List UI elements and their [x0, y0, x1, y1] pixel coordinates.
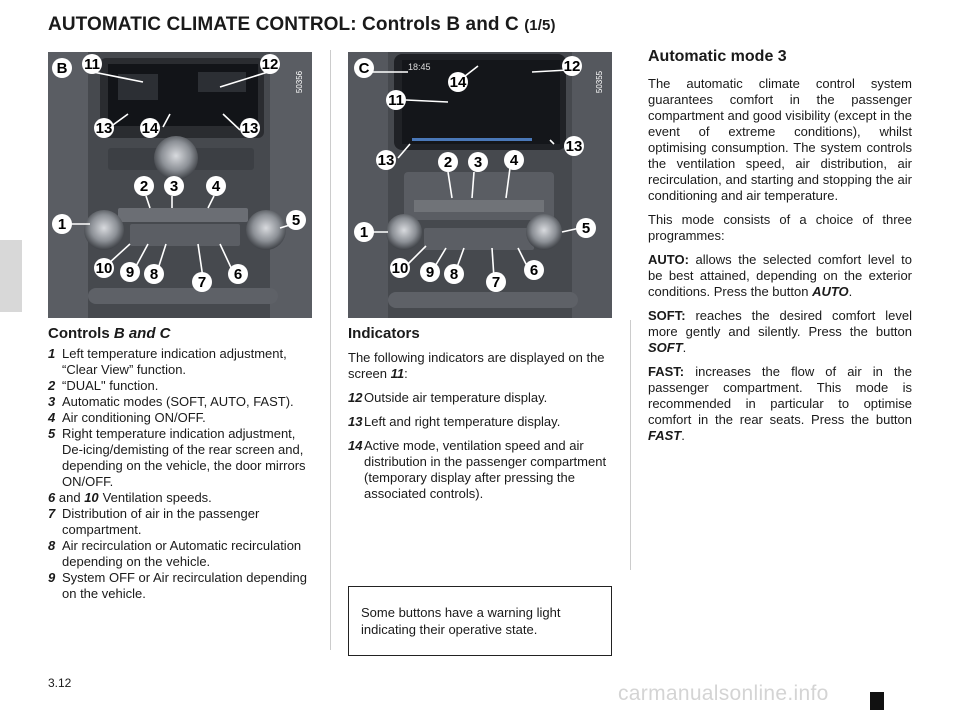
- automatic-mode-heading: Automatic mode 3: [648, 48, 787, 65]
- legend-item: 6 and 10 Ventilation speeds.: [48, 490, 212, 505]
- page-title-part: (1/5): [524, 17, 556, 34]
- callout: 14: [450, 74, 467, 91]
- callout: 7: [492, 274, 500, 291]
- callout: 13: [242, 120, 259, 137]
- warning-light-note: Some buttons have a warning light indica…: [348, 586, 612, 656]
- callout: 11: [388, 92, 404, 109]
- column-divider-left: [330, 50, 331, 650]
- callout: 1: [360, 224, 368, 241]
- callout: 7: [198, 274, 206, 291]
- corner-mark: [870, 692, 884, 710]
- callout: 5: [292, 212, 300, 229]
- callout: 12: [564, 58, 581, 75]
- figure-c-letter: C: [359, 60, 370, 77]
- figure-c-code: 50355: [595, 70, 604, 93]
- page-number: 3.12: [48, 676, 72, 690]
- program-auto: AUTO: allows the selected comfort level …: [648, 252, 912, 299]
- callout: 13: [566, 138, 583, 155]
- screen-time: 18:45: [408, 62, 431, 72]
- legend-item: 2“DUAL" function.: [48, 378, 159, 393]
- callout: 5: [582, 220, 590, 237]
- callout: 4: [510, 152, 519, 169]
- automatic-mode-section: The automatic climate control system gua…: [648, 76, 912, 452]
- figure-b-illustration: B 11 12 13 14 13 2 3 4 1 5 10 9 8 7 6 50…: [48, 52, 312, 318]
- callout: 9: [426, 264, 434, 281]
- program-soft: SOFT: reaches the desired comfort level …: [648, 308, 912, 355]
- watermark: carmanualsonline.info: [618, 682, 829, 705]
- automatic-mode-description: The automatic climate control system gua…: [648, 76, 912, 203]
- callout: 9: [126, 264, 134, 281]
- callout: 4: [212, 178, 221, 195]
- chapter-side-tab: [0, 240, 22, 312]
- callout: 10: [392, 260, 409, 277]
- callout: 11: [84, 56, 100, 73]
- program-fast: FAST: increases the flow of air in the p…: [648, 364, 912, 443]
- column-divider-right: [630, 320, 631, 570]
- page-title: AUTOMATIC CLIMATE CONTROL: Controls B an…: [48, 14, 556, 35]
- callout: 8: [450, 266, 458, 283]
- callout: 3: [474, 154, 482, 171]
- figure-b-code: 50356: [295, 70, 304, 93]
- figure-b-letter: B: [57, 60, 68, 77]
- indicators-heading: Indicators: [348, 325, 420, 342]
- figure-controls-b: B 11 12 13 14 13 2 3 4 1 5 10 9 8 7 6 50…: [48, 52, 312, 318]
- callout: 8: [150, 266, 158, 283]
- controls-heading: Controls B and C: [48, 325, 171, 342]
- callout: 14: [142, 120, 159, 137]
- callout: 6: [234, 266, 242, 283]
- callout: 2: [140, 178, 148, 195]
- automatic-mode-choices: This mode consists of a choice of three …: [648, 212, 912, 243]
- callout: 6: [530, 262, 538, 279]
- indicators-intro: The following indicators are displayed o…: [348, 350, 605, 381]
- callout: 3: [170, 178, 178, 195]
- figure-c-illustration: 18:45 C 14 12 11 13 13 2 3 4: [348, 52, 612, 318]
- callout: 12: [262, 56, 279, 73]
- callout: 13: [96, 120, 113, 137]
- callout: 1: [58, 216, 66, 233]
- callout: 2: [444, 154, 452, 171]
- callout: 13: [378, 152, 395, 169]
- figure-controls-c: 18:45 C 14 12 11 13 13 2 3 4: [348, 52, 612, 318]
- indicators-section: The following indicators are displayed o…: [348, 350, 612, 510]
- callout: 10: [96, 260, 113, 277]
